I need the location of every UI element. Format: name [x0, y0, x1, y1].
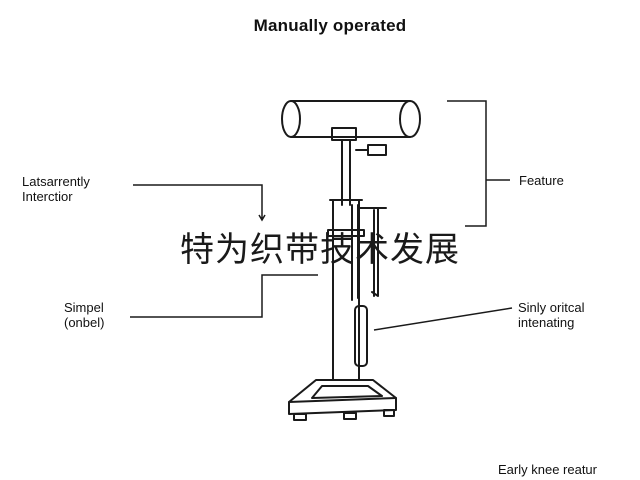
roller-clamp [331, 127, 357, 141]
label-left-top: Latsarrently Interctior [22, 174, 90, 204]
inner-rod [341, 139, 351, 206]
roller [281, 100, 421, 138]
base-frame [288, 379, 397, 421]
label-right-top: Feature [519, 173, 564, 188]
label-right-mid: Sinly oritcal intenating [518, 300, 585, 330]
tube-collar [327, 229, 365, 237]
callout-line-right-top [447, 100, 510, 227]
side-rod [351, 204, 375, 301]
label-bottom-right: Early knee reatur [498, 462, 597, 477]
diagram-title: Manually operated [253, 16, 407, 35]
latch [354, 305, 368, 367]
callout-line-left-bottom [130, 274, 318, 318]
label-left-bottom: Simpel (onbel) [64, 300, 105, 330]
callout-line-left-top [133, 184, 266, 222]
callout-line-right-mid [373, 307, 513, 331]
overlay-text: 特为织带技术发展 [180, 230, 460, 270]
adjust-knob [355, 144, 387, 156]
